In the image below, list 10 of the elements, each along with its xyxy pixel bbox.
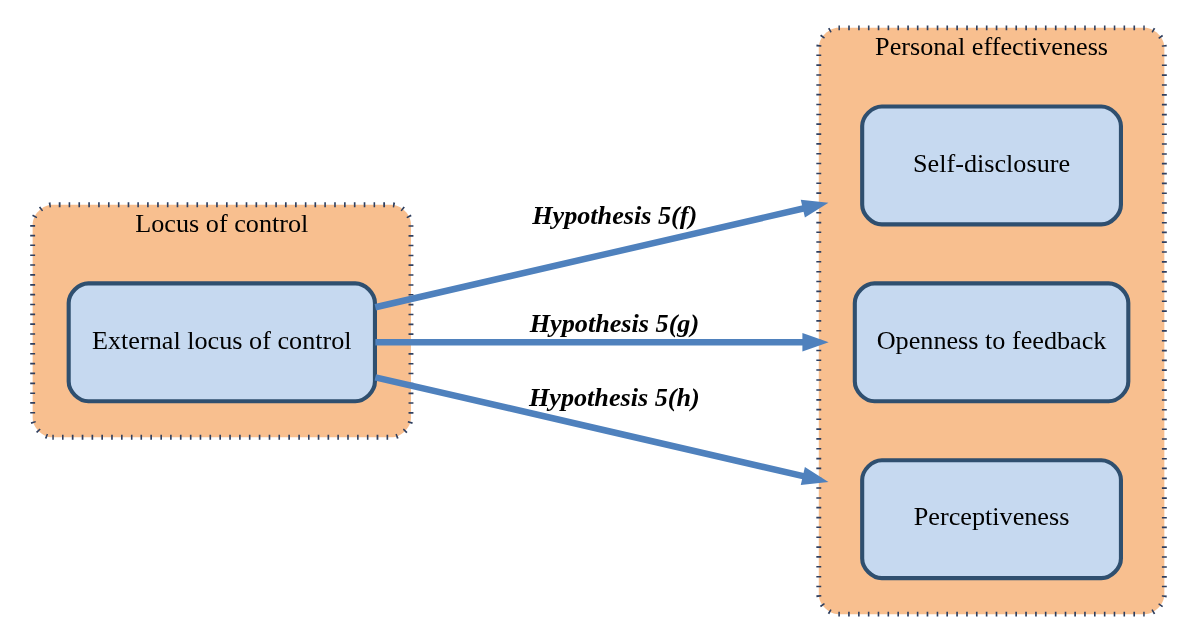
arrow [374, 374, 829, 485]
node-box: Perceptiveness [860, 458, 1123, 581]
node-box: Openness to feedback [852, 281, 1131, 404]
edge-label: Hypothesis 5(g) [529, 309, 700, 339]
arrow [374, 199, 829, 311]
edge-label: Hypothesis 5(f) [532, 201, 698, 231]
edge-label: Hypothesis 5(h) [528, 382, 700, 412]
arrow [375, 333, 829, 352]
node-box: Self-disclosure [860, 104, 1123, 227]
node-box: External locus of control [66, 281, 377, 404]
